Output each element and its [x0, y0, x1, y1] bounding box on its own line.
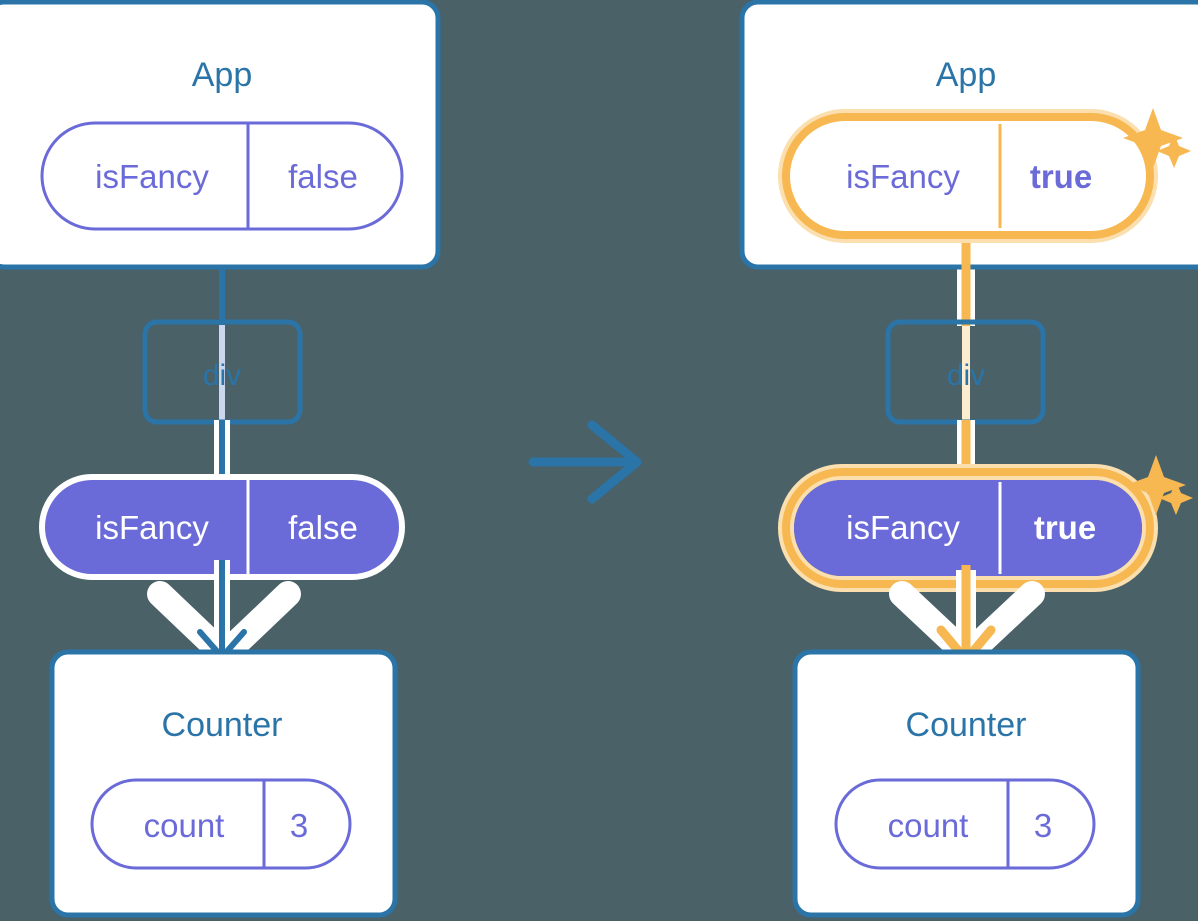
counter-state-pill-key: count [888, 807, 969, 844]
props-pill-key: isFancy [846, 509, 960, 546]
props-pill [794, 480, 1142, 576]
counter-state-pill [834, 778, 1096, 870]
app-state-pill-value: true [1030, 158, 1092, 195]
transition-arrow [528, 420, 642, 504]
app-state-pill [40, 121, 404, 231]
app-state-pill-key: isFancy [95, 158, 209, 195]
app-state-pill-value: false [288, 158, 358, 195]
panel-before: App isFancy false div isFancy false [0, 0, 441, 918]
counter-box-title: Counter [906, 706, 1027, 744]
counter-box-title: Counter [162, 706, 283, 744]
app-state-pill-key: isFancy [846, 158, 960, 195]
app-box-title: App [936, 56, 997, 94]
div-box-label: div [947, 359, 985, 392]
sparkle-icon [1126, 455, 1193, 515]
div-box-label: div [203, 359, 241, 392]
app-box-title: App [192, 56, 253, 94]
counter-state-pill [90, 778, 352, 870]
props-pill-value: false [288, 509, 358, 546]
props-pill-value: true [1034, 509, 1096, 546]
props-pill-key: isFancy [95, 509, 209, 546]
panel-after: App isFancy true div [739, 0, 1198, 918]
counter-state-pill-value: 3 [290, 807, 308, 844]
counter-state-pill-value: 3 [1034, 807, 1052, 844]
sparkle-icon [1123, 108, 1191, 168]
counter-state-pill-key: count [144, 807, 225, 844]
app-state-pill-ring [782, 113, 1154, 239]
